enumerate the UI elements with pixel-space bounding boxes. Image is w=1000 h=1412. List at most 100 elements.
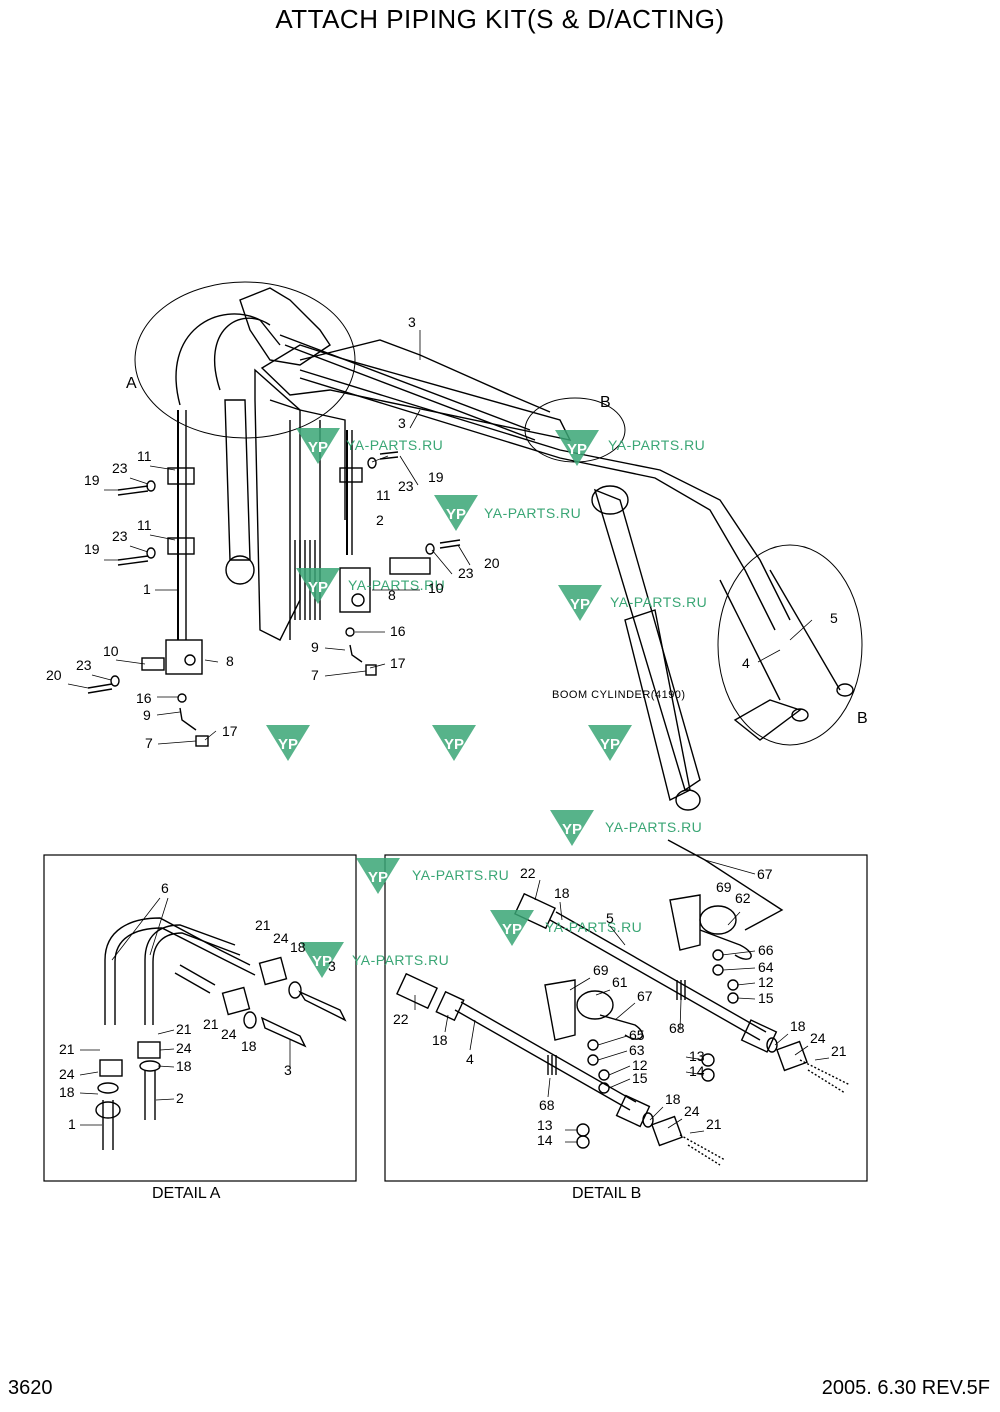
part-label: 24 — [59, 1066, 75, 1082]
watermark-text: YA-PARTS.RU — [545, 919, 642, 935]
part-label: 19 — [84, 472, 100, 488]
part-label: 14 — [689, 1063, 705, 1079]
revision-date: 2005. 6.30 REV.5F — [821, 1377, 990, 1399]
part-label: 11 — [137, 448, 152, 464]
watermark-text: YA-PARTS.RU — [352, 952, 449, 968]
part-label: 15 — [632, 1070, 648, 1086]
watermark-text: YA-PARTS.RU — [610, 594, 707, 610]
part-label: 1 — [143, 581, 151, 597]
part-label: 3 — [398, 415, 406, 431]
part-label: 12 — [632, 1057, 648, 1073]
callout-label: B — [857, 710, 868, 727]
detail-b-box — [384, 854, 868, 1182]
detail-a-drawing — [95, 917, 347, 1150]
part-label: 23 — [76, 657, 92, 673]
watermark-text: YA-PARTS.RU — [605, 819, 702, 835]
part-label: 21 — [203, 1016, 219, 1032]
part-label: 24 — [810, 1030, 826, 1046]
part-label: 18 — [176, 1058, 192, 1074]
detail-a-labels: 6 21 24 18 3 21 24 18 3 21 24 18 2 21 24… — [59, 880, 336, 1132]
part-label: 9 — [143, 707, 151, 723]
watermark-text: YA-PARTS.RU — [608, 437, 705, 453]
part-label: 2 — [376, 512, 384, 528]
part-label: 5 — [830, 610, 838, 626]
part-label: 18 — [665, 1091, 681, 1107]
main-labels: 3 3 B A 11 23 19 11 23 19 2 11 23 19 20 … — [46, 314, 868, 751]
leader-lines — [67, 330, 813, 745]
part-label: 3 — [284, 1062, 292, 1078]
part-label: 13 — [689, 1048, 705, 1064]
boom-assembly — [87, 281, 863, 811]
part-label: 16 — [390, 623, 406, 639]
part-label: 19 — [84, 541, 100, 557]
detail-b-drawing — [396, 839, 851, 1166]
boom-cylinder-label: BOOM CYLINDER(4190) — [552, 689, 686, 701]
part-label: 6 — [161, 880, 169, 896]
part-label: 18 — [290, 939, 306, 955]
part-label: 20 — [46, 667, 62, 683]
part-label: 23 — [398, 478, 414, 494]
part-label: 21 — [176, 1021, 192, 1037]
part-label: 62 — [735, 890, 751, 906]
part-label: 3 — [408, 314, 416, 330]
part-label: 11 — [376, 487, 391, 503]
part-label: 8 — [388, 587, 396, 603]
part-label: 24 — [273, 930, 289, 946]
detail-b-labels: 22 18 5 67 69 62 66 64 12 15 69 61 67 68… — [393, 865, 847, 1148]
part-label: 10 — [103, 643, 119, 659]
detail-a-circle — [134, 281, 356, 439]
watermark-text: YA-PARTS.RU — [412, 867, 509, 883]
part-label: 7 — [311, 667, 319, 683]
detail-a-caption: DETAIL A — [152, 1185, 221, 1202]
part-label: 69 — [593, 962, 609, 978]
detail-b-circle-lower — [717, 544, 863, 746]
part-label: 68 — [669, 1020, 685, 1036]
part-label: 17 — [390, 655, 406, 671]
part-label: 21 — [831, 1043, 847, 1059]
part-label: 16 — [136, 690, 152, 706]
part-label: 1 — [68, 1116, 76, 1132]
part-label: 22 — [393, 1011, 409, 1027]
part-label: 18 — [790, 1018, 806, 1034]
part-label: 64 — [758, 959, 774, 975]
part-label: 18 — [432, 1032, 448, 1048]
part-label: 9 — [311, 639, 319, 655]
part-label: 20 — [484, 555, 500, 571]
part-label: 63 — [629, 1042, 645, 1058]
part-label: 4 — [742, 655, 750, 671]
callout-label: A — [126, 375, 137, 392]
part-label: 24 — [176, 1040, 192, 1056]
watermarks: YA-PARTS.RU YA-PARTS.RU YA-PARTS.RU YA-P… — [266, 428, 707, 978]
part-label: 13 — [537, 1117, 553, 1133]
part-label: 65 — [629, 1027, 645, 1043]
part-label: 69 — [716, 879, 732, 895]
part-label: 19 — [428, 469, 444, 485]
watermark-text: YA-PARTS.RU — [346, 437, 443, 453]
watermark-text: YA-PARTS.RU — [484, 505, 581, 521]
part-label: 22 — [520, 865, 536, 881]
part-label: 18 — [241, 1038, 257, 1054]
part-label: 17 — [222, 723, 238, 739]
part-label: 21 — [255, 917, 271, 933]
part-label: 15 — [758, 990, 774, 1006]
part-label: 23 — [112, 460, 128, 476]
part-label: 24 — [684, 1103, 700, 1119]
callout-label: B — [600, 394, 611, 411]
page-number: 3620 — [8, 1377, 53, 1399]
part-label: 12 — [758, 974, 774, 990]
part-label: 7 — [145, 735, 153, 751]
part-label: 18 — [554, 885, 570, 901]
part-label: 68 — [539, 1097, 555, 1113]
part-label: 67 — [637, 988, 653, 1004]
part-label: 61 — [612, 974, 628, 990]
part-label: 2 — [176, 1090, 184, 1106]
part-label: 4 — [466, 1051, 474, 1067]
part-label: 23 — [458, 565, 474, 581]
detail-a-box — [43, 854, 357, 1182]
part-label: 24 — [221, 1026, 237, 1042]
part-label: 8 — [226, 653, 234, 669]
part-label: 21 — [59, 1041, 75, 1057]
page-title: ATTACH PIPING KIT(S & D/ACTING) — [275, 4, 725, 34]
watermark-text: YA-PARTS.RU — [348, 577, 445, 593]
